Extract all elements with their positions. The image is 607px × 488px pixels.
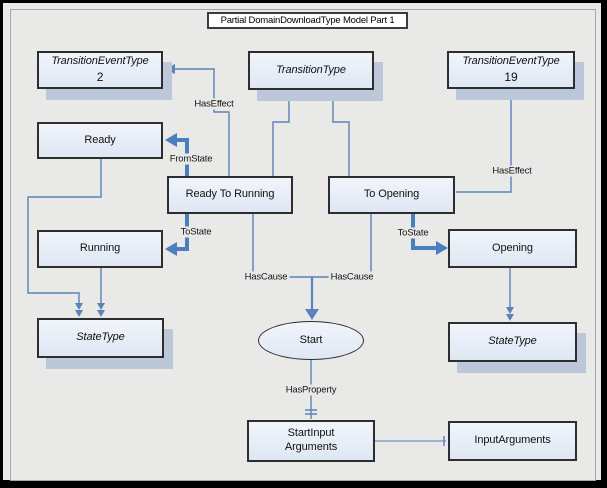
label-has-cause-left: HasCause: [242, 271, 290, 283]
label-to-state-right: ToState: [395, 227, 431, 239]
node-event-number: 19: [504, 69, 518, 84]
node-label: Start: [299, 333, 323, 346]
diagram-title: Partial DomainDownloadType Model Part 1: [207, 12, 408, 29]
node-event-number: 2: [96, 69, 104, 84]
node-label: Opening: [492, 241, 533, 254]
node-start-input-arguments: StartInput Arguments: [247, 420, 375, 462]
node-label: To Opening: [363, 188, 420, 201]
node-title: TransitionType: [276, 63, 346, 76]
node-running: Running: [37, 230, 163, 268]
node-state-type-left: StateType: [37, 318, 164, 358]
node-title: TransitionEventType: [51, 55, 149, 68]
node-title: StateType: [488, 335, 537, 348]
node-title: TransitionEventType: [462, 55, 560, 68]
node-label-line1: StartInput: [287, 427, 335, 440]
node-label: Ready To Running: [185, 188, 275, 201]
node-to-opening: To Opening: [328, 176, 455, 214]
node-input-arguments: InputArguments: [448, 421, 577, 461]
node-label: Ready: [84, 133, 116, 146]
node-start: Start: [258, 321, 364, 360]
node-opening: Opening: [448, 229, 577, 268]
label-from-state: FromState: [167, 153, 215, 165]
node-label-line2: Arguments: [284, 441, 338, 453]
label-has-cause-right: HasCause: [328, 271, 376, 283]
label-has-property: HasProperty: [283, 384, 339, 396]
inner-frame-line: [10, 9, 596, 481]
label-has-effect-left: HasEffect: [192, 98, 236, 110]
node-label: Running: [79, 242, 121, 255]
node-ready: Ready: [37, 122, 163, 159]
node-transition-event-type-2: TransitionEventType 2: [37, 51, 163, 89]
label-has-effect-right: HasEffect: [490, 165, 534, 177]
node-state-type-right: StateType: [448, 322, 577, 362]
node-transition-event-type-19: TransitionEventType 19: [447, 51, 575, 89]
node-transition-type: TransitionType: [248, 51, 374, 90]
node-ready-to-running: Ready To Running: [167, 176, 293, 214]
node-title: StateType: [76, 331, 125, 344]
label-to-state-left: ToState: [178, 226, 214, 238]
node-label: InputArguments: [474, 434, 551, 447]
